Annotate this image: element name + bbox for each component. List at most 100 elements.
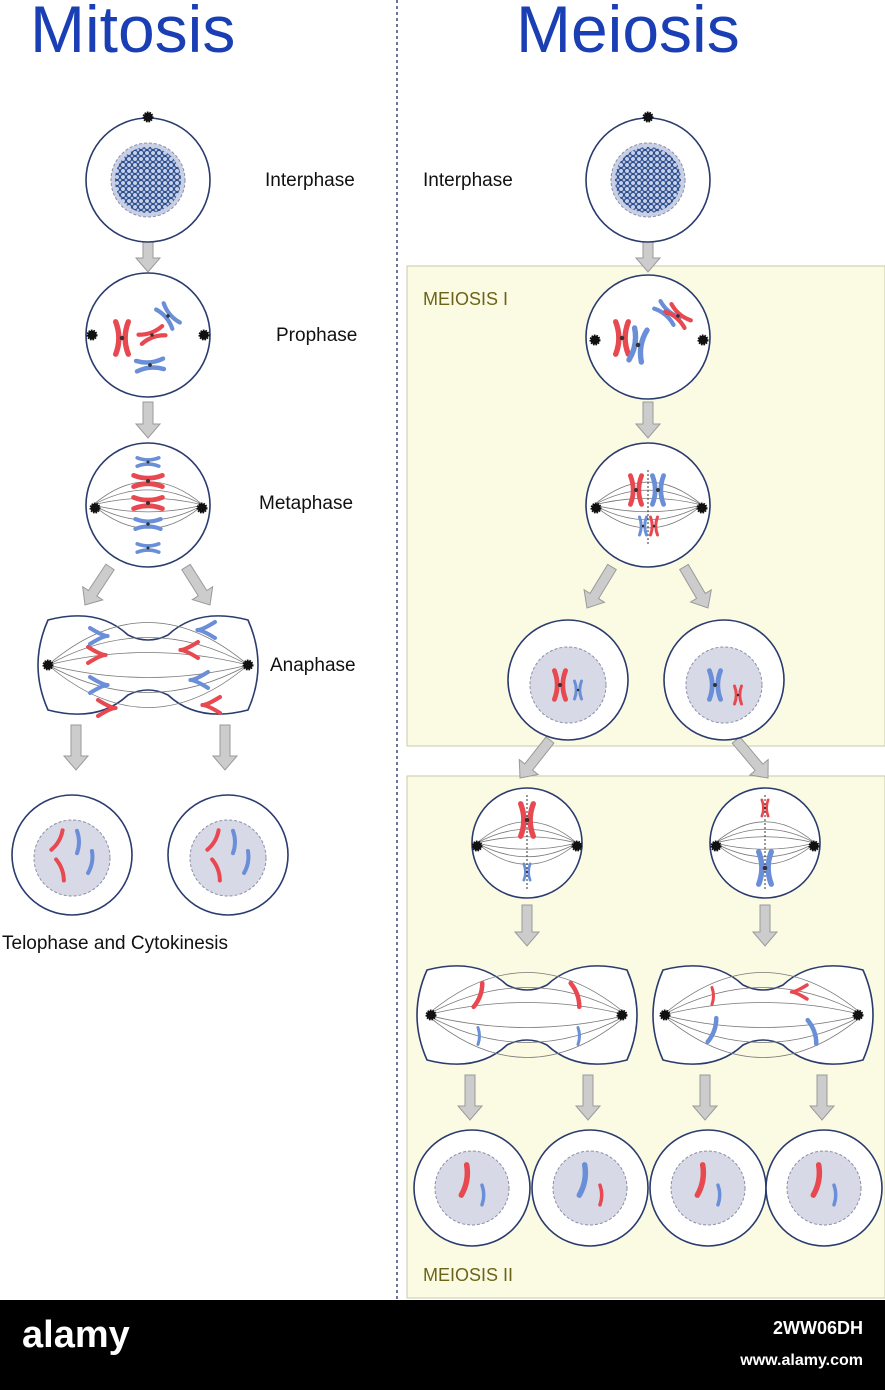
spindle-fiber	[47, 664, 249, 708]
chromatid	[710, 986, 715, 1006]
chromatid-i	[576, 1026, 581, 1046]
chromatid	[765, 849, 775, 887]
chromatid	[578, 679, 583, 701]
centromere	[619, 335, 625, 341]
arrow	[634, 401, 662, 439]
chromatid	[649, 515, 654, 537]
chromatid	[210, 857, 222, 883]
arrow	[134, 401, 162, 439]
chromatid	[622, 319, 632, 357]
chromatid	[765, 798, 770, 818]
arrow	[82, 563, 115, 606]
spindle-fiber	[47, 652, 249, 666]
mitosis-metaphase-cell	[85, 442, 211, 568]
footer-bar: alamy 2WW06DH www.alamy.com	[0, 1300, 885, 1390]
chromatid	[715, 668, 724, 702]
chromosome	[612, 319, 632, 357]
chromatid	[669, 302, 693, 323]
chromosome	[522, 862, 532, 882]
chromatid	[706, 668, 715, 702]
chromatid	[178, 639, 201, 661]
label-mitosis-anaphase: Anaphase	[270, 655, 356, 676]
spindle-fiber	[47, 664, 249, 678]
chromatid	[627, 473, 636, 507]
chromatid-i	[716, 1183, 722, 1207]
chromatid-i	[576, 1162, 589, 1198]
chromatid-v	[85, 644, 108, 666]
arrows	[62, 235, 836, 1121]
chromatid-i	[710, 986, 715, 1006]
meiosis-1-daughter-right	[663, 619, 785, 741]
chromatid-v	[95, 697, 118, 719]
chromatid-i	[49, 828, 65, 852]
meiosis-2-daughter-cell-2	[531, 1129, 649, 1247]
mitosis-daughter-cell-left	[11, 794, 133, 916]
chromatid	[200, 694, 223, 716]
spindle-fiber	[426, 1014, 628, 1058]
chromatid	[551, 668, 560, 702]
chromatid-i	[476, 1026, 481, 1046]
centromere	[634, 488, 638, 492]
chromosome	[551, 668, 569, 702]
label-mitosis-interphase: Interphase	[265, 170, 355, 191]
chromatid-v	[789, 983, 809, 1001]
label-mitosis-prophase: Prophase	[276, 325, 358, 346]
chromatid	[87, 625, 110, 647]
chromatid	[522, 862, 527, 882]
centriole	[696, 502, 708, 514]
arrow	[751, 904, 779, 947]
centromere	[558, 683, 562, 687]
chromatid	[643, 515, 648, 537]
chromatid	[188, 669, 211, 691]
centriole	[659, 1009, 671, 1021]
chromosome	[112, 319, 132, 357]
arrow	[513, 904, 541, 947]
chromatid	[649, 473, 658, 507]
nucleus	[670, 1150, 746, 1226]
chromatid	[789, 983, 809, 1001]
chromatid	[131, 503, 165, 512]
chromatid-i	[74, 828, 81, 856]
cell-division-diagram	[11, 0, 885, 1300]
chromatid	[738, 684, 743, 706]
spindle-fiber	[92, 489, 204, 506]
centriole	[590, 502, 602, 514]
chromatid	[54, 857, 66, 883]
chromatid-v	[195, 619, 218, 641]
chromatid	[663, 309, 687, 330]
chromatid-v	[87, 625, 110, 647]
chromosome	[133, 356, 167, 374]
arrow	[456, 1074, 484, 1121]
chromatid	[598, 1183, 604, 1207]
meiosis-title: Meiosis	[516, 0, 740, 66]
chromosome	[154, 301, 182, 331]
centriole	[852, 1009, 864, 1021]
chromatid-v	[188, 669, 211, 691]
meiosis-interphase-cell	[585, 111, 711, 243]
arrow	[211, 724, 239, 771]
centriole	[242, 659, 254, 671]
chromatid-i	[54, 857, 66, 883]
chromatid-i	[805, 1017, 819, 1047]
spindle-fiber	[426, 1014, 628, 1043]
chromatid	[716, 1183, 722, 1207]
centromere	[635, 342, 641, 348]
centromere	[641, 524, 645, 528]
footer-url: www.alamy.com	[740, 1352, 863, 1369]
label-meiosis-interphase: Interphase	[423, 170, 513, 191]
chromatid-i	[242, 848, 251, 876]
chromatid	[576, 1026, 581, 1046]
spindle-fiber	[92, 504, 204, 513]
chromatid	[85, 644, 108, 666]
chromosome	[755, 849, 775, 887]
chromatid-v	[200, 694, 223, 716]
spindle-fiber	[714, 821, 816, 844]
chromatid	[694, 1162, 707, 1198]
centriole	[616, 1009, 628, 1021]
spindle-fiber	[662, 1014, 864, 1058]
chromatid	[87, 674, 110, 696]
chromosome	[131, 472, 165, 490]
chromosome	[136, 323, 168, 347]
spindle-fiber	[426, 972, 628, 1016]
chromatid	[832, 1183, 838, 1207]
